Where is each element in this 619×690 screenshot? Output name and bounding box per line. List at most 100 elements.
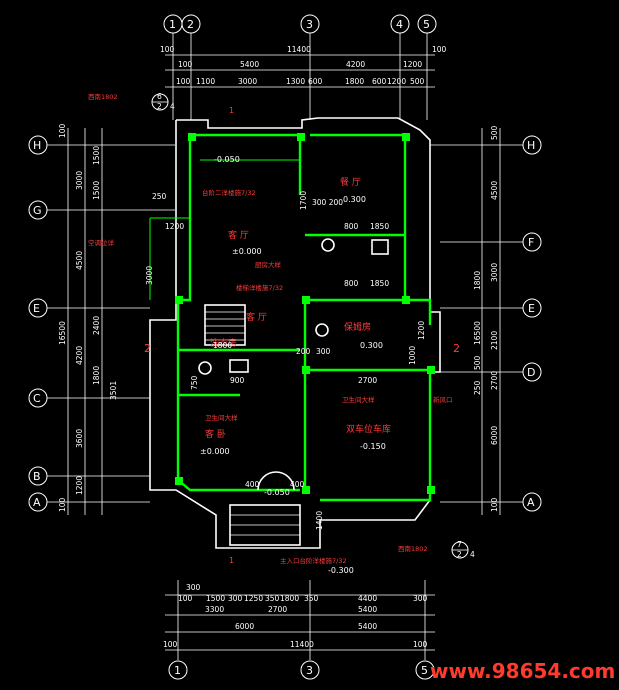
axis-label: D: [527, 366, 535, 379]
axis-label: B: [33, 470, 41, 483]
axis-label: 1: [169, 18, 176, 31]
note-west-elev: 西南1802: [88, 92, 118, 101]
axis-label: A: [33, 496, 41, 509]
axis-label: 5: [421, 664, 428, 677]
dim-text: 400: [245, 480, 260, 489]
room-label-garage: 双车位车库: [346, 423, 391, 435]
dim-text: 100: [160, 45, 175, 54]
dim-text: 11400: [290, 640, 314, 649]
dim-text: 300: [413, 594, 428, 603]
section-mark: 2: [144, 342, 151, 355]
dim-text: 2700: [268, 605, 287, 614]
dim-text: 100: [413, 640, 428, 649]
dim-text: 100: [163, 640, 178, 649]
dim-text: 11400: [287, 45, 311, 54]
dim-text: 1200: [403, 60, 422, 69]
note-entrance-steps: 主入口台阶洋楼施7/32: [280, 556, 347, 565]
level-garage: -0.150: [360, 442, 386, 451]
dim-text: 900: [230, 376, 245, 385]
dim-text: 4200: [75, 346, 84, 365]
note-ac-unit: 空调位详: [88, 238, 115, 247]
annotations: 西南1802 6 2 4 台阶二洋楼施7/32 空调位详 厨房大样 楼梯洋楼施7…: [88, 92, 475, 565]
section-mark: 2: [453, 342, 460, 355]
level-dining: 0.300: [343, 195, 366, 204]
dim-text: 1700: [299, 191, 308, 210]
dim-text: 100: [58, 123, 67, 138]
left-axis-grid: H G E C B A 100 3000 4500 4200 3600 1200…: [28, 123, 175, 515]
dim-text: 3000: [238, 77, 257, 86]
room-label-living-2: 客 厅: [246, 311, 267, 323]
dim-text: 5400: [358, 622, 377, 631]
dim-text: 300: [316, 347, 331, 356]
dim-text: 100: [432, 45, 447, 54]
top-axis-grid: 1 2 3 4 5: [163, 14, 437, 120]
building-walls: [149, 117, 441, 549]
section-mark: 1: [229, 106, 234, 115]
dim-text: 500: [490, 125, 499, 140]
dim-text: 100: [176, 77, 191, 86]
level-terrace: -0.050: [214, 155, 240, 164]
axis-label: 3: [306, 18, 313, 31]
dim-text: 200: [296, 347, 311, 356]
note-west-elev-b: 西南1802: [398, 544, 428, 553]
dim-text: 6000: [490, 426, 499, 445]
dim-text: 1400: [315, 511, 324, 530]
axis-label: 4: [396, 18, 403, 31]
callout-num: 6: [157, 92, 162, 101]
dim-text: 250: [152, 192, 167, 201]
room-label-guest: 客 卧: [205, 428, 226, 440]
callout-sub: 4: [470, 550, 475, 559]
note-kitchen-elev: 厨房大样: [255, 260, 282, 269]
dim-text: 5400: [358, 605, 377, 614]
dim-text: 1200: [75, 476, 84, 495]
dim-text: 4400: [358, 594, 377, 603]
axis-label: A: [527, 496, 535, 509]
dim-text: 2700: [490, 371, 499, 390]
sink-icon: [371, 239, 389, 255]
dim-text: 3501: [109, 381, 118, 400]
staircase: [204, 304, 246, 346]
dim-text: 350: [304, 594, 319, 603]
level-nanny: 0.300: [360, 341, 383, 350]
dim-text: 100: [178, 60, 193, 69]
dim-text: 1800: [92, 366, 101, 385]
callout-den: 2: [157, 102, 162, 111]
dim-text: 16500: [473, 321, 482, 345]
callout-den: 2: [457, 550, 462, 559]
axis-label: 3: [306, 664, 313, 677]
dim-text: 300: [186, 583, 201, 592]
dim-text: 1250: [244, 594, 263, 603]
axis-label: 5: [423, 18, 430, 31]
room-label-laundry: 洗衣房: [210, 337, 237, 349]
dim-text: 5400: [240, 60, 259, 69]
right-axis-grid: H F E D A 500 4500 3000 1800 2100 2700 2…: [430, 125, 542, 515]
dim-text: 100: [58, 497, 67, 512]
toilet-icon: [315, 323, 329, 337]
dim-text: 4500: [490, 181, 499, 200]
level-entrance: -0.050: [264, 488, 290, 497]
dim-text: 400: [290, 480, 305, 489]
dim-text: 350: [265, 594, 280, 603]
axis-label: 1: [174, 664, 181, 677]
dim-text: 750: [190, 375, 199, 390]
level-guest: ±0.000: [200, 447, 230, 456]
note-vent: 新风口: [433, 395, 453, 404]
dim-text: 1800: [473, 271, 482, 290]
dim-text: 3000: [145, 266, 154, 285]
dim-text: 1800: [345, 77, 364, 86]
dim-text: 600: [308, 77, 323, 86]
stove-icon: [321, 238, 335, 252]
axis-label: 2: [187, 18, 194, 31]
dim-text: 100: [178, 594, 193, 603]
note-stair-rail: 楼梯洋楼施7/32: [236, 283, 283, 292]
axis-label: H: [527, 139, 535, 152]
dim-text: 1800: [280, 594, 299, 603]
room-labels: 餐 厅 0.300 客 厅 ±0.000 客 厅 保姆房 0.300 客 卧 ±…: [200, 155, 391, 575]
dim-text: 250: [473, 380, 482, 395]
bottom-dimensions: 300 100 1500 300 1250 350 1800 350 4400 …: [163, 580, 435, 680]
watermark: www.98654.com: [430, 659, 615, 683]
dim-text: 1200: [417, 321, 426, 340]
toilet-icon: [198, 361, 212, 375]
axis-label: F: [528, 236, 534, 249]
